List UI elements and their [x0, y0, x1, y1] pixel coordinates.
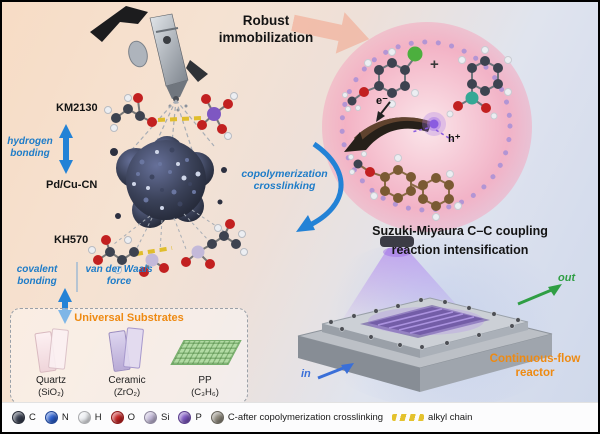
legend-label-o: O — [127, 412, 136, 423]
legend-label-p: P — [195, 412, 202, 423]
vdw-dashed-lines — [113, 209, 229, 253]
substrate-ceramic: Ceramic (ZrO₂) — [91, 327, 163, 401]
hole-label: h⁺ — [448, 133, 461, 145]
universal-substrates-box: Universal Substrates Quartz (SiO₂) Ceram… — [10, 308, 248, 404]
biphenyl-product-molecule — [348, 151, 462, 221]
substrates-title: Universal Substrates — [74, 312, 184, 324]
legend-label-h: H — [94, 412, 102, 423]
legend-item-o: O — [110, 411, 136, 424]
legend-label-c: C — [29, 412, 36, 423]
photocatalyst-sheet — [344, 117, 432, 152]
carbon-dot-icon — [12, 411, 25, 424]
legend-item-h: H — [77, 411, 102, 424]
electron-label: e⁻ — [376, 95, 388, 107]
suzuki-title: Suzuki-Miyaura C–C coupling reaction int… — [372, 224, 548, 257]
crosslinked-carbon-dot-icon — [210, 411, 224, 424]
pdcucn-nanoparticle — [110, 136, 227, 228]
pp-formula: (C₃H₆) — [191, 387, 219, 398]
hydrogen-dot-icon — [77, 411, 91, 424]
alkyl-chain-top — [157, 116, 203, 122]
silicon-dot-icon — [144, 411, 158, 424]
continuous-flow-reactor-label: Continuous-flow reactor — [489, 353, 581, 379]
ceramic-slides-icon — [91, 327, 163, 373]
label-copolymerization: copolymerization crosslinking — [241, 168, 328, 192]
phosphorus-dot-icon — [178, 411, 192, 424]
label-km2130: KM2130 — [56, 102, 98, 114]
legend-item-si: Si — [144, 411, 169, 424]
label-covalent-bonding: covalent bonding — [16, 264, 58, 287]
plus-sign: + — [430, 56, 439, 73]
legend-item-alkyl: alkyl chain — [392, 412, 472, 423]
label-pdcucn: Pd/Cu-CN — [46, 179, 98, 191]
hydrogen-bond-arrow — [59, 124, 73, 174]
quartz-slides-icon — [15, 327, 87, 373]
out-arrow — [517, 284, 562, 306]
substrate-quartz: Quartz (SiO₂) — [15, 327, 87, 401]
label-vdw-force: van der Waals force — [85, 264, 153, 287]
quartz-name: Quartz — [35, 375, 66, 386]
pp-mesh-icon — [169, 327, 242, 373]
alkyl-chain-bottom — [135, 246, 173, 256]
aryl-halide-molecule — [342, 46, 423, 112]
legend-item-c: C — [12, 411, 36, 424]
quartz-formula: (SiO₂) — [38, 387, 64, 398]
label-hydrogen-bonding: hydrogen bonding — [7, 136, 53, 159]
boronic-acid-molecule — [446, 46, 512, 120]
oxygen-dot-icon — [110, 411, 124, 424]
pp-name: PP — [198, 375, 212, 386]
atom-legend: C N H O Si P C-after copolymerization cr… — [2, 402, 598, 432]
in-arrow — [317, 363, 354, 380]
legend-item-c-after: C-after copolymerization crosslinking — [210, 411, 384, 424]
substrate-pp: PP (C₃H₆) — [169, 327, 242, 401]
electron-transfer-arrow — [376, 101, 391, 122]
copolymerization-arrow — [296, 141, 344, 232]
nitrogen-dot-icon — [44, 411, 58, 424]
legend-item-n: N — [44, 411, 69, 424]
legend-label-c-after: C-after copolymerization crosslinking — [227, 412, 384, 423]
alkyl-chain-icon — [392, 414, 425, 421]
photon-dot-ring — [339, 39, 513, 213]
kh570-silane-molecules — [88, 219, 248, 277]
legend-item-p: P — [178, 411, 202, 424]
label-kh570: KH570 — [54, 234, 89, 246]
ceramic-formula: (ZrO₂) — [113, 387, 141, 398]
covalent-bond-arrow — [58, 288, 72, 324]
heading-robust-immobilization: Robust immobilization — [218, 13, 314, 45]
flow-reactor — [297, 297, 553, 392]
out-label: out — [558, 272, 576, 284]
legend-label-si: Si — [161, 412, 170, 423]
km2130-molecule — [104, 92, 238, 140]
legend-label-alkyl: alkyl chain — [428, 412, 473, 423]
in-label: in — [301, 368, 311, 380]
airbrush-sprayer — [90, 6, 208, 112]
photon-glow — [411, 112, 453, 141]
ceramic-name: Ceramic — [108, 375, 146, 386]
legend-label-n: N — [61, 412, 69, 423]
